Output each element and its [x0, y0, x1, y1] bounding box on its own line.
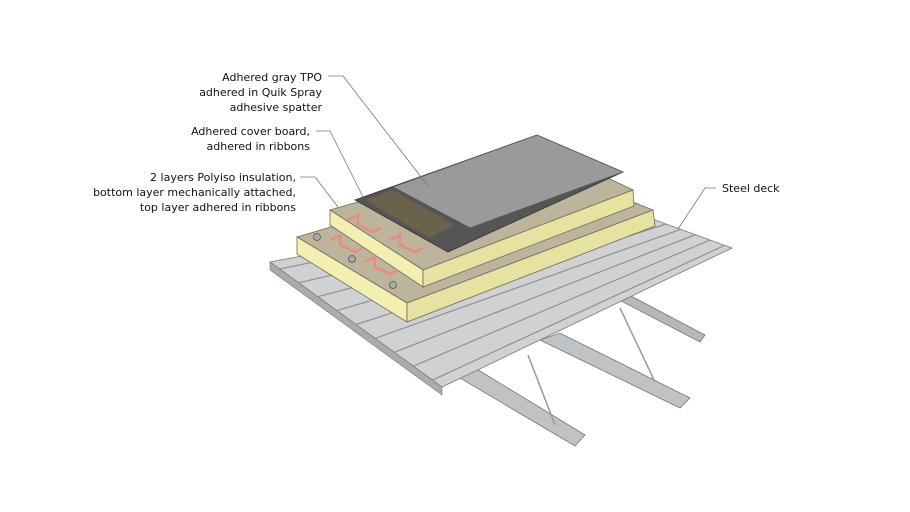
label-tpo: Adhered gray TPO adhered in Quik Spray a…	[199, 70, 322, 115]
joist-web	[527, 354, 556, 426]
label-steel-deck: Steel deck	[722, 181, 780, 196]
tpo-membrane	[392, 134, 625, 229]
label-cover-board: Adhered cover board, adhered in ribbons	[191, 124, 310, 154]
label-line: top layer adhered in ribbons	[139, 201, 296, 214]
label-line: adhered in ribbons	[206, 140, 311, 153]
label-line: adhered in Quik Spray	[199, 86, 322, 99]
label-line: Adhered cover board,	[191, 125, 310, 138]
label-line: Steel deck	[722, 182, 780, 195]
joist-front-left	[454, 367, 586, 447]
deck-rib	[432, 244, 725, 381]
adhesive-ribbons	[329, 212, 424, 276]
label-polyiso: 2 layers Polyiso insulation, bottom laye…	[93, 170, 296, 215]
steel-joists	[454, 285, 706, 447]
label-line: bottom layer mechanically attached,	[93, 186, 296, 199]
deck-rib	[413, 239, 711, 367]
label-line: Adhered gray TPO	[222, 71, 322, 84]
fasteners	[313, 233, 397, 289]
deck-rib	[394, 234, 696, 353]
leader-lines	[300, 75, 716, 230]
deck-rib	[374, 228, 681, 339]
joist-web	[619, 307, 656, 383]
adhesive-spatter	[365, 190, 455, 238]
label-line: 2 layers Polyiso insulation,	[150, 171, 296, 184]
joist-front-right	[538, 332, 691, 409]
label-line: adhesive spatter	[229, 101, 322, 114]
